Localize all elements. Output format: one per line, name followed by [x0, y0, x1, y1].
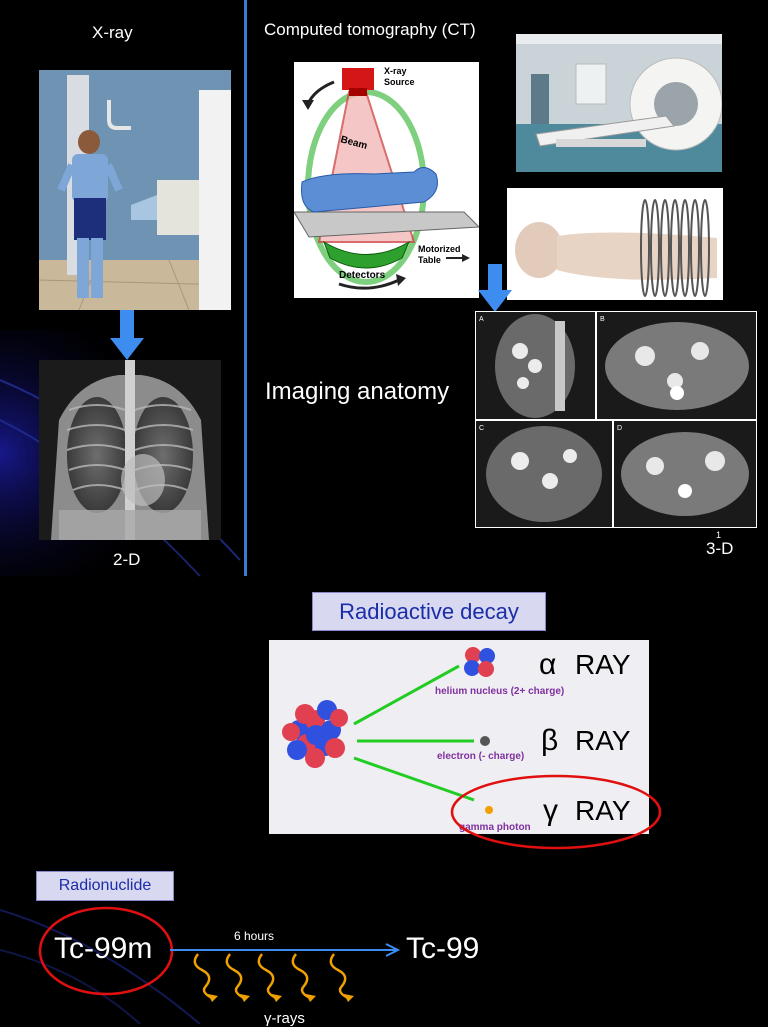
ct-scan-panels: A B C D [476, 312, 756, 527]
alpha-symbol: α [539, 648, 556, 681]
electron-icon [480, 736, 490, 746]
decay-arrow-icon [170, 943, 401, 957]
gamma-symbol: γ [543, 794, 558, 827]
ct-slices-image [507, 188, 723, 300]
xray-2d-label: 2-D [113, 550, 141, 569]
alpha-ray-label: RAY [575, 649, 631, 680]
arrow-down-icon [110, 310, 144, 360]
ct-table-label: Table [418, 255, 441, 265]
chest-xray-image [39, 360, 221, 540]
column-divider [244, 0, 247, 576]
beta-ray-label: RAY [575, 725, 631, 756]
nucleus-icon [282, 700, 348, 768]
gamma-particle-label: gamma photon [459, 822, 531, 833]
ct-panel-b [597, 312, 756, 419]
xray-title: X-ray [92, 23, 133, 42]
ct-3d-label: 3-D [706, 539, 734, 558]
ct-scanner-photo [516, 34, 722, 172]
radioactive-decay-title: Radioactive decay [312, 592, 546, 631]
gamma-ray-wave-icons [193, 953, 354, 1002]
ct-panel-a [476, 312, 595, 419]
ct-source-label: Source [384, 77, 415, 87]
ct-panel-letter: D [617, 425, 622, 432]
alpha-particle-label: helium nucleus (2+ charge) [435, 686, 564, 697]
ct-scan-grid: A B C D [475, 311, 757, 528]
ct-title: Computed tomography (CT) [264, 20, 476, 39]
slide-number: 1 [716, 530, 722, 540]
tc99m-highlight-ellipse [38, 906, 174, 996]
beta-symbol: β [541, 724, 558, 757]
ct-panel-c [476, 421, 612, 527]
beta-particle-label: electron (- charge) [437, 751, 524, 762]
tc99-label: Tc-99 [406, 932, 480, 965]
ct-panel-d [614, 421, 756, 527]
gamma-highlight-ellipse [450, 774, 662, 850]
ct-source-label: X-ray [384, 66, 407, 76]
arrow-down-icon [478, 264, 512, 312]
decay-diagram: helium nucleus (2+ charge) electron (- c… [269, 640, 649, 834]
gamma-rays-label: γ-rays [264, 1010, 305, 1027]
ct-panel-letter: C [479, 425, 484, 432]
ct-panel-letter: B [600, 316, 605, 323]
radionuclide-title: Radionuclide [36, 871, 174, 901]
helium-nucleus-icon [464, 647, 495, 677]
imaging-anatomy-label: Imaging anatomy [265, 378, 450, 405]
tc99m-label: Tc-99m [54, 932, 153, 965]
ct-detectors-label: Detectors [339, 270, 386, 281]
ct-scanner-diagram: X-ray Source Beam Detectors Motorized Ta… [294, 62, 479, 298]
gamma-photon-icon [485, 806, 493, 814]
gamma-ray-label: RAY [575, 795, 631, 826]
xray-room-photo [39, 70, 231, 310]
ct-panel-letter: A [479, 316, 484, 323]
half-life-label: 6 hours [234, 929, 275, 943]
ct-table-label: Motorized [418, 244, 461, 254]
